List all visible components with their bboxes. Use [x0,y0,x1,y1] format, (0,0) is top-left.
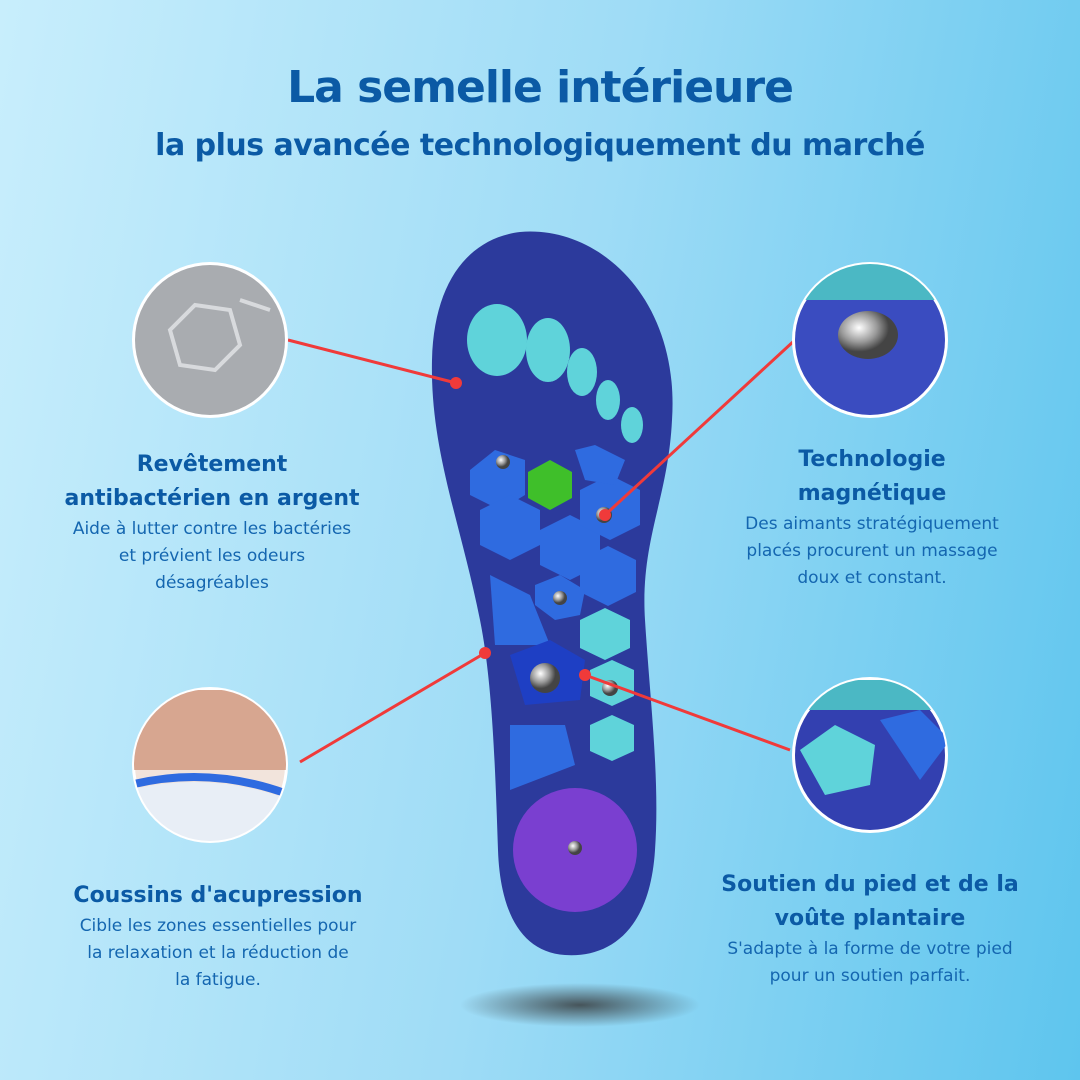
feature-title: magnétique [797,481,947,506]
feature-title: Revêtement [136,452,288,477]
feature-magnetic: Technologie magnétique Des aimants strat… [692,443,1052,592]
feature-title: Coussins d'acupression [73,883,363,908]
feature-desc: pour un soutien parfait. [769,966,971,986]
feature-desc: Cible les zones essentielles pour [79,916,357,936]
feature-desc: S'adapte à la forme de votre pied [727,939,1013,959]
feature-title: voûte plantaire [774,906,966,931]
feature-desc: Des aimants stratégiquement [745,514,999,534]
feature-desc: la relaxation et la réduction de [87,943,349,963]
acupressure-closeup [132,687,288,843]
feature-arch-support: Soutien du pied et de la voûte plantaire… [690,868,1050,990]
feature-desc: et prévient les odeurs [118,546,306,566]
magnet-closeup [792,262,948,418]
green-center-pad [528,460,572,510]
toe-pads [467,304,643,443]
feature-desc: placés procurent un massage [746,541,998,561]
feature-title: Soutien du pied et de la [721,872,1019,897]
insole-shadow [460,983,700,1027]
feature-desc: Aide à lutter contre les bactéries [72,519,352,539]
feature-desc: la fatigue. [175,970,261,990]
silver-coating-closeup [132,262,288,418]
page-subtitle: la plus avancée technologiquement du mar… [155,128,925,163]
feature-title: Technologie [798,447,946,472]
feature-desc: désagréables [155,573,269,593]
feature-desc: doux et constant. [797,568,947,588]
page-title: La semelle intérieure [287,62,794,113]
arch-support-closeup [792,677,948,833]
callout-lines [287,338,797,764]
feature-acupressure: Coussins d'acupression Cible les zones e… [38,879,398,994]
feature-title: antibactérien en argent [64,486,360,511]
feature-antibacterial: Revêtement antibactérien en argent Aide … [32,448,392,597]
